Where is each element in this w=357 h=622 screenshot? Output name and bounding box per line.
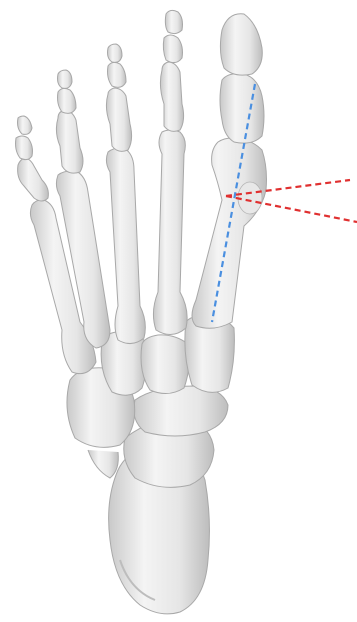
intermediate-cuneiform-bone [141, 335, 189, 394]
big-toe-phalanges [220, 14, 264, 143]
third-toe-phalanges [106, 44, 131, 151]
first-metatarsal-bone [192, 138, 267, 328]
second-metatarsal-bone [153, 130, 187, 335]
navicular-bone [134, 386, 228, 436]
fourth-toe-phalanges [56, 70, 83, 173]
fifth-toe-phalanges [16, 116, 49, 201]
third-metatarsal-bone [106, 148, 145, 344]
second-toe-phalanges [160, 10, 183, 131]
